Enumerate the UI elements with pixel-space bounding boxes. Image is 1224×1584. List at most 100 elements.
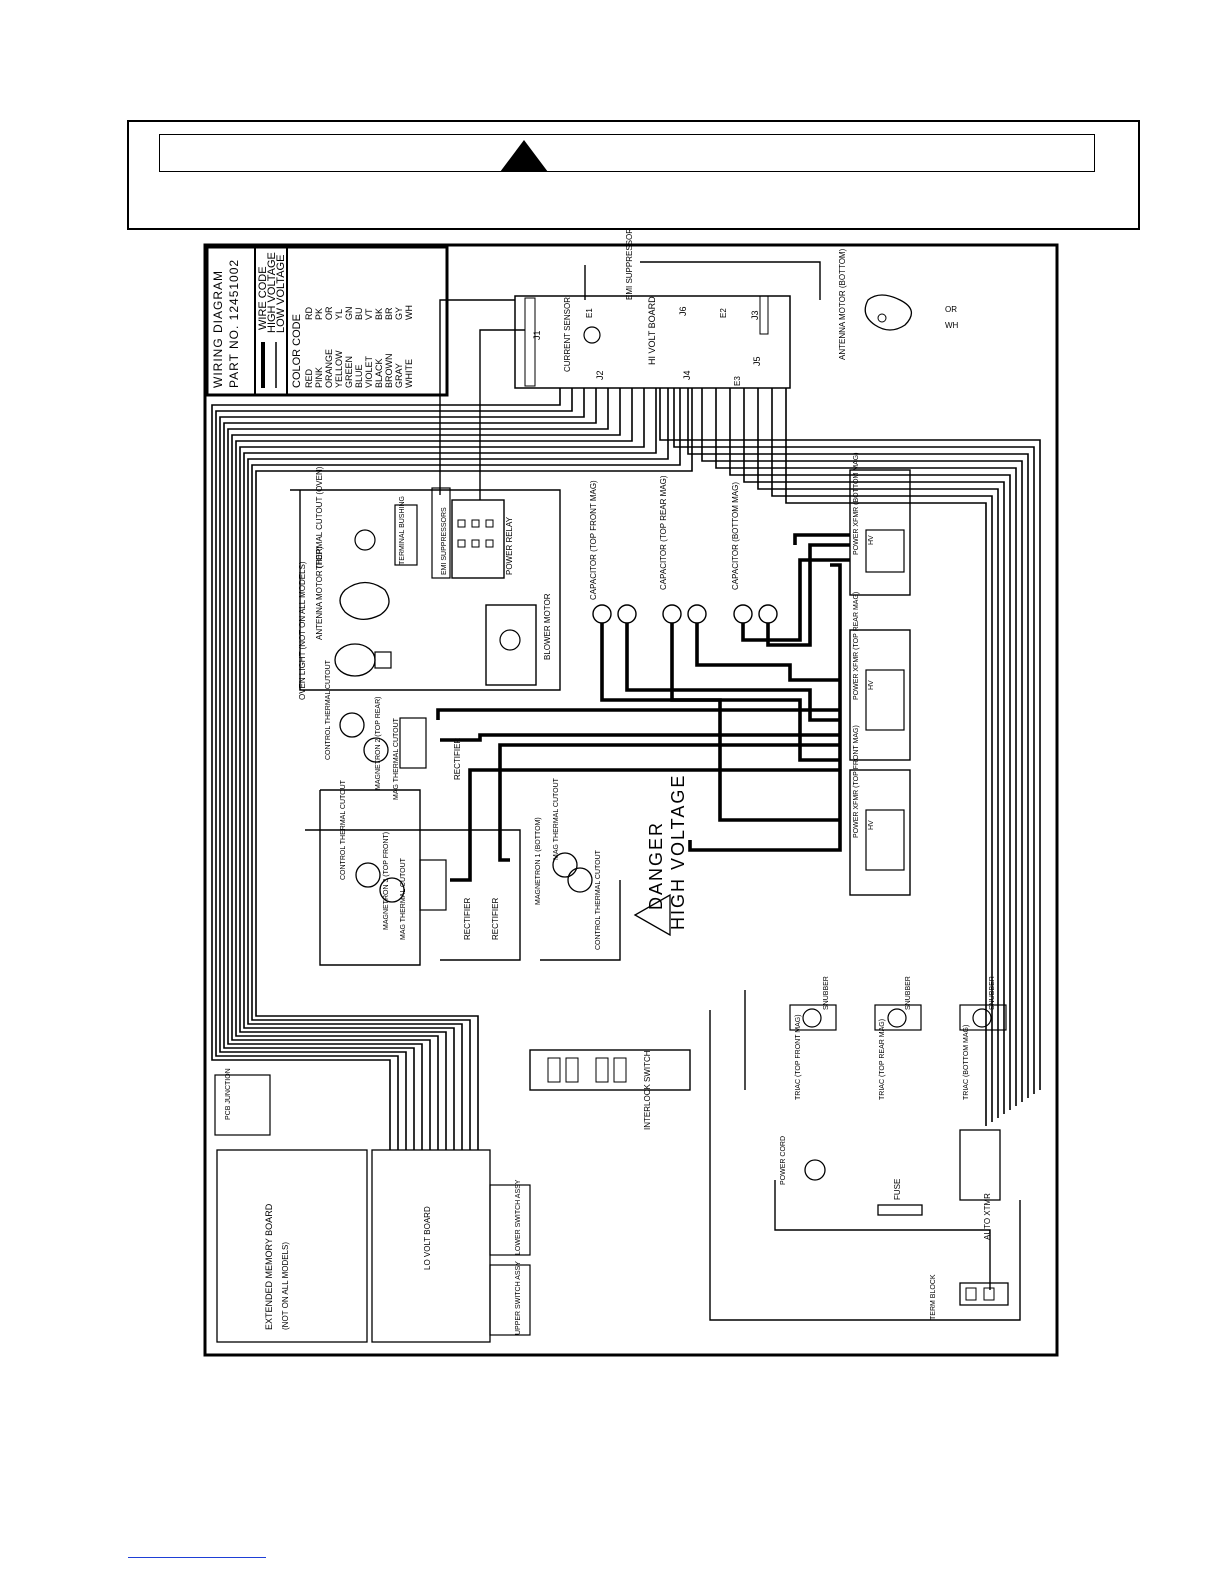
hv-board-label: HI VOLT BOARD [647, 296, 657, 365]
triac-bottom: SNUBBER TRIAC (BOTTOM MAG) [959, 976, 1007, 1100]
color-code: VT [364, 308, 374, 320]
color-code: RD [304, 307, 314, 320]
oven-light-label: OVEN LIGHT (NOT ON ALL MODELS) [298, 561, 307, 700]
fuse [877, 1204, 923, 1216]
color-code: PK [314, 308, 324, 320]
color-code: BU [354, 307, 364, 320]
color-code: WH [404, 305, 414, 320]
hv-j6: J6 [678, 306, 688, 316]
rectifier-label-3: RECTIFIER [491, 898, 500, 940]
warning-box [127, 120, 1140, 230]
auto-xfmr-label: AUTO XTMR [983, 1193, 992, 1240]
interlock-switch-label: INTERLOCK SWITCH [643, 1050, 652, 1130]
hv-j4: J4 [682, 370, 692, 380]
triac-top-front: SNUBBER TRIAC (TOP FRONT MAG) [789, 976, 837, 1100]
auto-xfmr [959, 1129, 1001, 1201]
hv-j3: J3 [750, 310, 760, 320]
hv-e1: E1 [585, 308, 594, 318]
svg-text:TRIAC (TOP FRONT MAG): TRIAC (TOP FRONT MAG) [795, 1014, 802, 1100]
control-cutout-label-1: CONTROL THERMAL CUTOUT [325, 659, 332, 760]
color-code-list: REDRDPINKPKORANGEORYELLOWYLGREENGNBLUEBU… [304, 305, 414, 388]
high-voltage-wiring [436, 533, 850, 882]
hv-j5: J5 [752, 356, 762, 366]
legend-part-number: PART NO. 12451002 [227, 259, 241, 388]
wire-bus-verticals [211, 388, 1041, 1150]
control-cutout-label-3: CONTROL THERMAL CUTOUT [595, 849, 602, 950]
lv-board-label: LO VOLT BOARD [423, 1206, 432, 1270]
capacitor-top-front-terminal-a [592, 604, 612, 624]
xfmr-hv-label-1: HV [868, 535, 875, 545]
color-name: GREEN [344, 356, 354, 388]
capacitor-top-front-terminal-b [617, 604, 637, 624]
emi-suppressors-block [431, 487, 451, 579]
interlock-switch [529, 1049, 691, 1091]
warning-triangle-icon [500, 140, 548, 172]
magnetron-2-cutout-icon [339, 712, 365, 738]
svg-text:TRIAC (TOP REAR MAG): TRIAC (TOP REAR MAG) [879, 1019, 886, 1100]
color-code: YL [334, 309, 344, 320]
pcb-junction-label: PCB JUNCTION [225, 1068, 232, 1120]
svg-text:POWER XFMR (TOP REAR MAG): POWER XFMR (TOP REAR MAG) [853, 592, 860, 700]
capacitor-bottom-label: CAPACITOR (BOTTOM MAG) [731, 482, 740, 590]
capacitor-bottom-terminal-a [733, 604, 753, 624]
terminal-bushing-label: TERMINAL BUSHING [399, 496, 406, 565]
color-code: BK [374, 308, 384, 320]
emi-suppressors-label: EMI SUPPRESSORS [441, 507, 448, 575]
hv-j2: J2 [595, 370, 605, 380]
capacitor-top-rear-label: CAPACITOR (TOP REAR MAG) [659, 475, 668, 590]
lower-switch-assy [489, 1184, 531, 1256]
legend-color-code: COLOR CODE [291, 314, 303, 388]
legend-title: WIRING DIAGRAM [211, 270, 225, 388]
mag-cutout-label-3: MAG THERMAL CUTOUT [553, 777, 560, 860]
thermal-cutout-oven-label: THERMAL CUTOUT (OVEN) [315, 466, 324, 570]
hv-j1: J1 [532, 330, 542, 340]
antenna-motor-bottom-icon [864, 294, 912, 331]
antenna-motor-bottom-label: ANTENNA MOTOR (BOTTOM) [838, 248, 847, 360]
diagram-frame [203, 243, 1059, 1357]
mag-cutout-label-1: MAG THERMAL CUTOUT [393, 717, 400, 800]
lower-switch-label: LOWER SWITCH ASSY [515, 1179, 522, 1255]
extended-memory-board [216, 1149, 368, 1343]
svg-text:POWER XFMR (TOP FRONT MAG): POWER XFMR (TOP FRONT MAG) [853, 725, 860, 838]
capacitor-top-front-label: CAPACITOR (TOP FRONT MAG) [589, 480, 598, 600]
antenna-motor-top-label: ANTENNA MOTOR (TOP) [315, 546, 324, 640]
color-name: WHITE [404, 359, 414, 388]
blower-motor [485, 604, 537, 686]
color-name: YELLOW [334, 350, 344, 388]
color-name: VIOLET [364, 355, 374, 388]
emi-suppressor-label: EMI SUPPRESSOR [625, 228, 634, 300]
color-name: PINK [314, 367, 324, 388]
term-block: TERM BLOCK [930, 1274, 1009, 1320]
legend-high-voltage: HIGH VOLTAGE [266, 252, 278, 333]
color-code: GN [344, 307, 354, 321]
power-relay [451, 499, 505, 579]
hv-board [514, 295, 791, 389]
color-name: BLUE [354, 364, 364, 388]
warning-banner [159, 134, 1095, 172]
xfmr-top-rear: POWER XFMR (TOP REAR MAG) [849, 592, 911, 761]
rectifier-label-2: RECTIFIER [463, 898, 472, 940]
antenna-wh: WH [945, 321, 959, 330]
color-name: GRAY [394, 363, 404, 388]
color-name: BLACK [374, 358, 384, 388]
magnetron-1-icon [552, 852, 578, 878]
color-code: OR [324, 306, 334, 320]
color-name: BROWN [384, 354, 394, 389]
danger-label: DANGER [646, 821, 666, 910]
legend-frame [205, 245, 449, 397]
magnetron-3-icon [379, 877, 405, 903]
capacitor-bottom-terminal-b [758, 604, 778, 624]
hv-e3: E3 [733, 376, 742, 386]
extended-memory-note: (NOT ON ALL MODELS) [281, 1242, 290, 1330]
capacitor-top-rear-terminal-b [687, 604, 707, 624]
high-voltage-label: HIGH VOLTAGE [668, 774, 688, 930]
low-voltage-wiring [290, 261, 1021, 1321]
svg-text:TERM BLOCK: TERM BLOCK [930, 1274, 937, 1320]
color-code: BR [384, 307, 394, 320]
current-sensor-label: CURRENT SENSOR [563, 297, 572, 372]
rectifier-label-1: RECTIFIER [453, 738, 462, 780]
terminal-bushing [394, 504, 418, 566]
current-sensor-icon [583, 326, 601, 344]
color-name: RED [304, 368, 314, 388]
